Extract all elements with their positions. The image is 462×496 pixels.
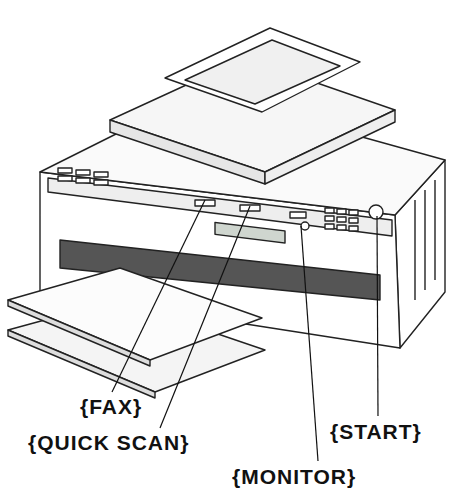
button-label: {QUICK SCAN}	[28, 432, 189, 453]
button-label: {START}	[330, 421, 422, 442]
button-label: {FAX}	[80, 396, 142, 417]
button-label: {MONITOR}	[232, 466, 356, 487]
